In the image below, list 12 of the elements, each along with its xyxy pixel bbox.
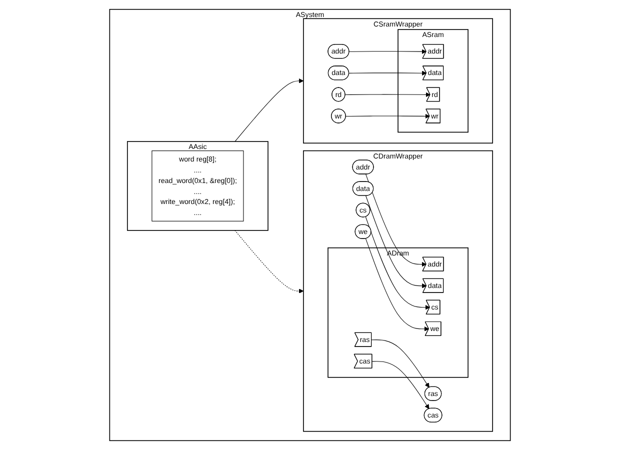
arrow: [365, 216, 430, 310]
arrow: [346, 114, 430, 119]
arrow: [345, 92, 430, 98]
dashed-arrow: [234, 230, 304, 294]
arrow: [372, 361, 430, 410]
arrow: [348, 49, 427, 54]
arrow: [365, 238, 430, 332]
arrow: [366, 195, 427, 288]
arrow: [371, 340, 430, 388]
arrow: [234, 78, 304, 142]
arrow: [348, 70, 427, 76]
arrow: [366, 174, 427, 267]
